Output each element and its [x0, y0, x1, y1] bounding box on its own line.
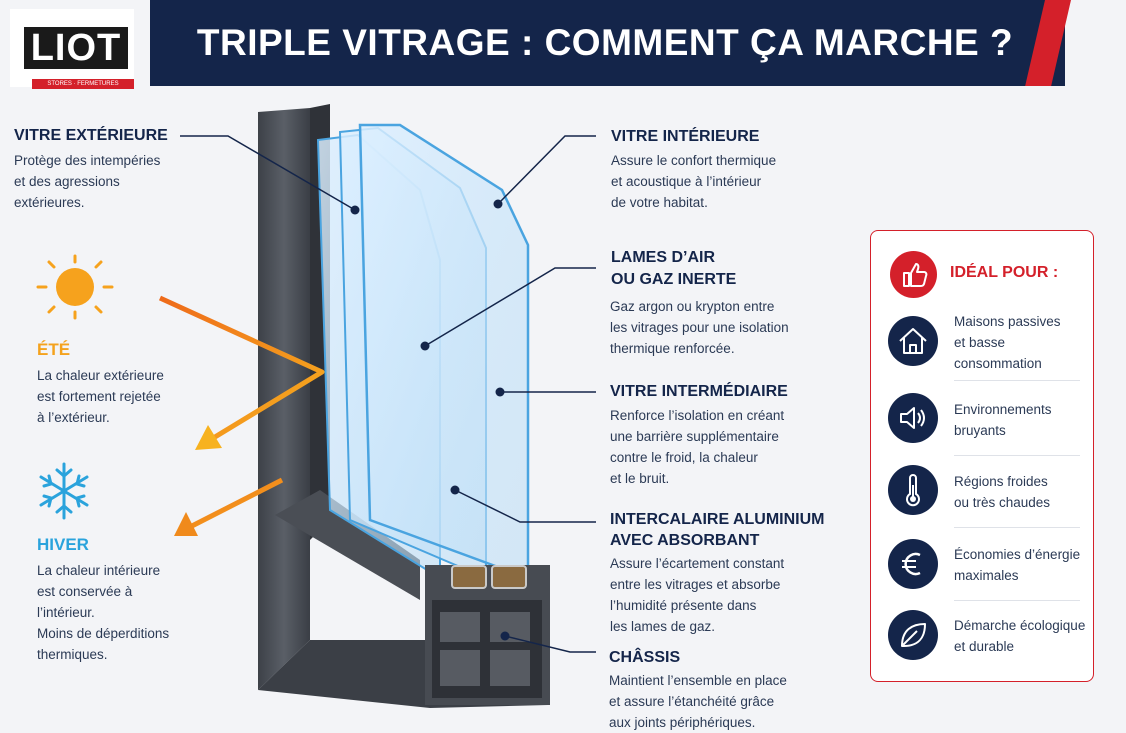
ideal-item-2-text: Environnements bruyants	[954, 402, 1052, 438]
logo-text: LIOT	[24, 27, 128, 69]
sun-icon	[36, 254, 114, 320]
label-lames-air-title-2: OU GAZ INERTE	[611, 271, 737, 288]
ideal-item-5-text: Démarche écologique et durable	[954, 618, 1086, 654]
speaker-icon	[888, 393, 938, 443]
page-title: TRIPLE VITRAGE : COMMENT ÇA MARCHE ?	[196, 22, 1014, 63]
label-lames-air-title-1: LAMES D’AIR	[611, 249, 715, 266]
label-vitre-exterieure-desc: Protège des intempéries et des agression…	[14, 153, 161, 210]
ideal-item-1-text: Maisons passives et basse consommation	[954, 314, 1061, 371]
label-vitre-interieure-desc: Assure le confort thermique et acoustiqu…	[611, 153, 777, 210]
thumbs-up-icon	[890, 251, 937, 298]
thermometer-icon	[888, 465, 938, 515]
connector-lines	[180, 135, 596, 653]
ideal-item-3-text: Régions froides ou très chaudes	[954, 474, 1051, 510]
ideal-separator	[954, 600, 1080, 601]
label-vitre-interieure-title: VITRE INTÉRIEURE	[611, 128, 760, 145]
ideal-item-4-text: Économies d’énergie maximales	[954, 547, 1081, 583]
season-ete-title: ÉTÉ	[37, 340, 71, 359]
season-hiver-desc: La chaleur intérieure est conservée à l’…	[37, 563, 170, 662]
connector-dots	[350, 199, 510, 641]
brand-logo[interactable]: LIOT STORES · FERMETURES	[10, 9, 134, 89]
euro-icon	[888, 539, 938, 589]
chassis-section	[425, 565, 550, 705]
label-vitre-exterieure-title: VITRE EXTÉRIEURE	[14, 127, 168, 144]
logo-tagline: STORES · FERMETURES	[32, 79, 134, 89]
label-vitre-intermediaire-desc: Renforce l’isolation en créant une barri…	[610, 408, 785, 486]
season-hiver-title: HIVER	[37, 535, 89, 554]
ideal-separator	[954, 380, 1080, 381]
label-chassis-desc: Maintient l’ensemble en place et assure …	[609, 673, 787, 730]
heat-arrows	[158, 295, 325, 536]
leaf-icon	[888, 610, 938, 660]
label-intercalaire-desc: Assure l’écartement constant entre les v…	[610, 556, 785, 634]
ideal-separator	[954, 527, 1080, 528]
snowflake-icon	[39, 462, 89, 520]
header-bar	[150, 0, 1065, 86]
label-chassis-title: CHÂSSIS	[609, 649, 681, 666]
ideal-title: IDÉAL POUR :	[950, 264, 1059, 281]
ideal-panel	[870, 230, 1094, 682]
label-vitre-intermediaire-title: VITRE INTERMÉDIAIRE	[610, 383, 788, 400]
label-lames-air-desc: Gaz argon ou krypton entre les vitrages …	[610, 299, 789, 356]
label-intercalaire-title-1: INTERCALAIRE ALUMINIUM	[610, 511, 825, 528]
ideal-separator	[954, 455, 1080, 456]
glass-panes	[316, 123, 530, 580]
season-ete-desc: La chaleur extérieure est fortement reje…	[37, 368, 164, 425]
house-icon	[888, 316, 938, 366]
label-intercalaire-title-2: AVEC ABSORBANT	[610, 532, 760, 549]
